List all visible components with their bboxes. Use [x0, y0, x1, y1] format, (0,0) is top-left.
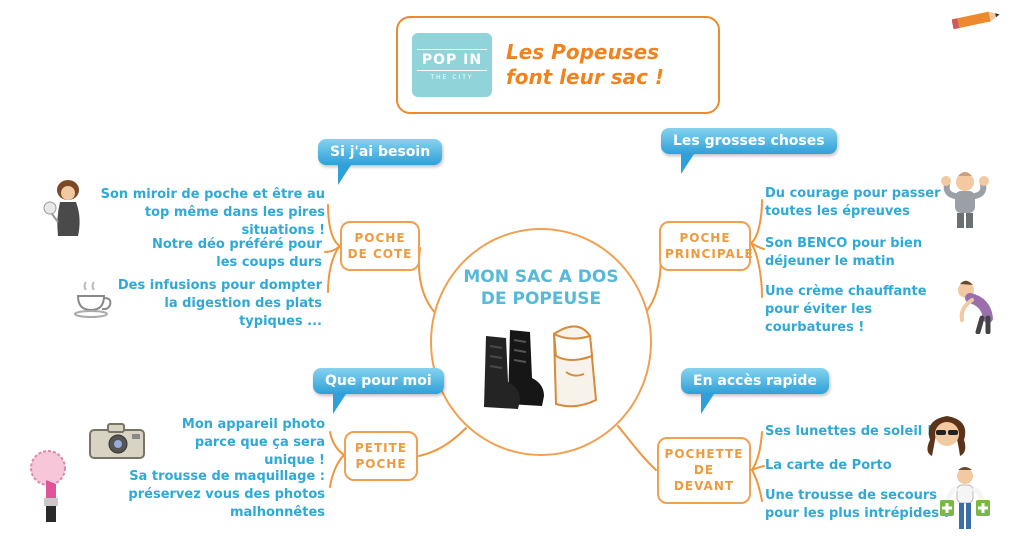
- node-poche-principale[interactable]: POCHE PRINCIPALE: [659, 221, 754, 272]
- node-label-line: DE: [693, 463, 715, 478]
- woman-mirror-illustration: [38, 178, 90, 242]
- item-carte: La carte de Porto: [765, 458, 892, 473]
- node-poche-de-cote[interactable]: POCHE DE COTE: [340, 221, 420, 272]
- node-label-line: POCHE: [354, 231, 406, 245]
- bubble-que-pour-moi[interactable]: Que pour moi: [313, 368, 444, 414]
- node-pochette-de-devant[interactable]: POCHETTE DE DEVANT: [657, 437, 751, 504]
- stretching-person-illustration: [952, 278, 1000, 338]
- node-label-line: DE COTE: [347, 247, 413, 262]
- page-title: Les Popeuses font leur sac !: [506, 40, 665, 89]
- teacup-illustration: [72, 278, 118, 322]
- item-infusions: Des infusions pour dompter la digestion …: [117, 278, 322, 330]
- central-node-title: MON SAC A DOS DE POPEUSE: [463, 267, 619, 310]
- node-label-line: PRINCIPALE: [665, 247, 754, 262]
- pencil-icon: [951, 4, 1004, 38]
- item-courage: Du courage pour passer toutes les épreuv…: [765, 186, 941, 220]
- node-label-line: DEVANT: [673, 479, 735, 494]
- bubble-les-grosses-choses[interactable]: Les grosses choses: [661, 128, 837, 174]
- item-creme: Une crème chauffante pour éviter les cou…: [765, 284, 927, 336]
- item-maquillage: Sa trousse de maquillage : préservez vou…: [128, 469, 325, 521]
- flexing-person-illustration: [938, 166, 992, 234]
- sunglasses-woman-illustration: [922, 412, 972, 464]
- item-secours: Une trousse de secours pour les plus int…: [765, 488, 950, 522]
- item-deo: Notre déo préféré pour les coups durs: [151, 237, 322, 271]
- popin-logo: POP IN THE CITY: [412, 33, 492, 97]
- item-benco: Son BENCO pour bien déjeuner le matin: [765, 236, 923, 270]
- item-lunettes: Ses lunettes de soleil !: [765, 424, 933, 439]
- first-aid-person-illustration: [938, 466, 992, 536]
- bubble-en-acces-rapide[interactable]: En accès rapide: [681, 368, 829, 414]
- node-label-line: POCHE: [355, 457, 407, 472]
- backpack-boots-illustration: [432, 312, 650, 421]
- node-label-line: PETITE: [354, 441, 408, 455]
- logo-text: POP IN: [416, 49, 488, 71]
- central-node[interactable]: MON SAC A DOS DE POPEUSE: [430, 228, 652, 456]
- item-miroir: Son miroir de poche et être au top même …: [100, 187, 325, 239]
- lipstick-illustration: [42, 478, 62, 528]
- bubble-si-jai-besoin[interactable]: Si j'ai besoin: [318, 139, 443, 185]
- node-label-line: POCHE: [679, 231, 731, 245]
- node-petite-poche[interactable]: PETITE POCHE: [344, 431, 418, 482]
- item-appareil-photo: Mon appareil photo parce que ça sera uni…: [181, 417, 325, 469]
- logo-subtext: THE CITY: [430, 74, 474, 81]
- node-label-line: POCHETTE: [664, 447, 744, 461]
- header-box: POP IN THE CITY Les Popeuses font leur s…: [396, 16, 720, 114]
- camera-illustration: [88, 420, 148, 466]
